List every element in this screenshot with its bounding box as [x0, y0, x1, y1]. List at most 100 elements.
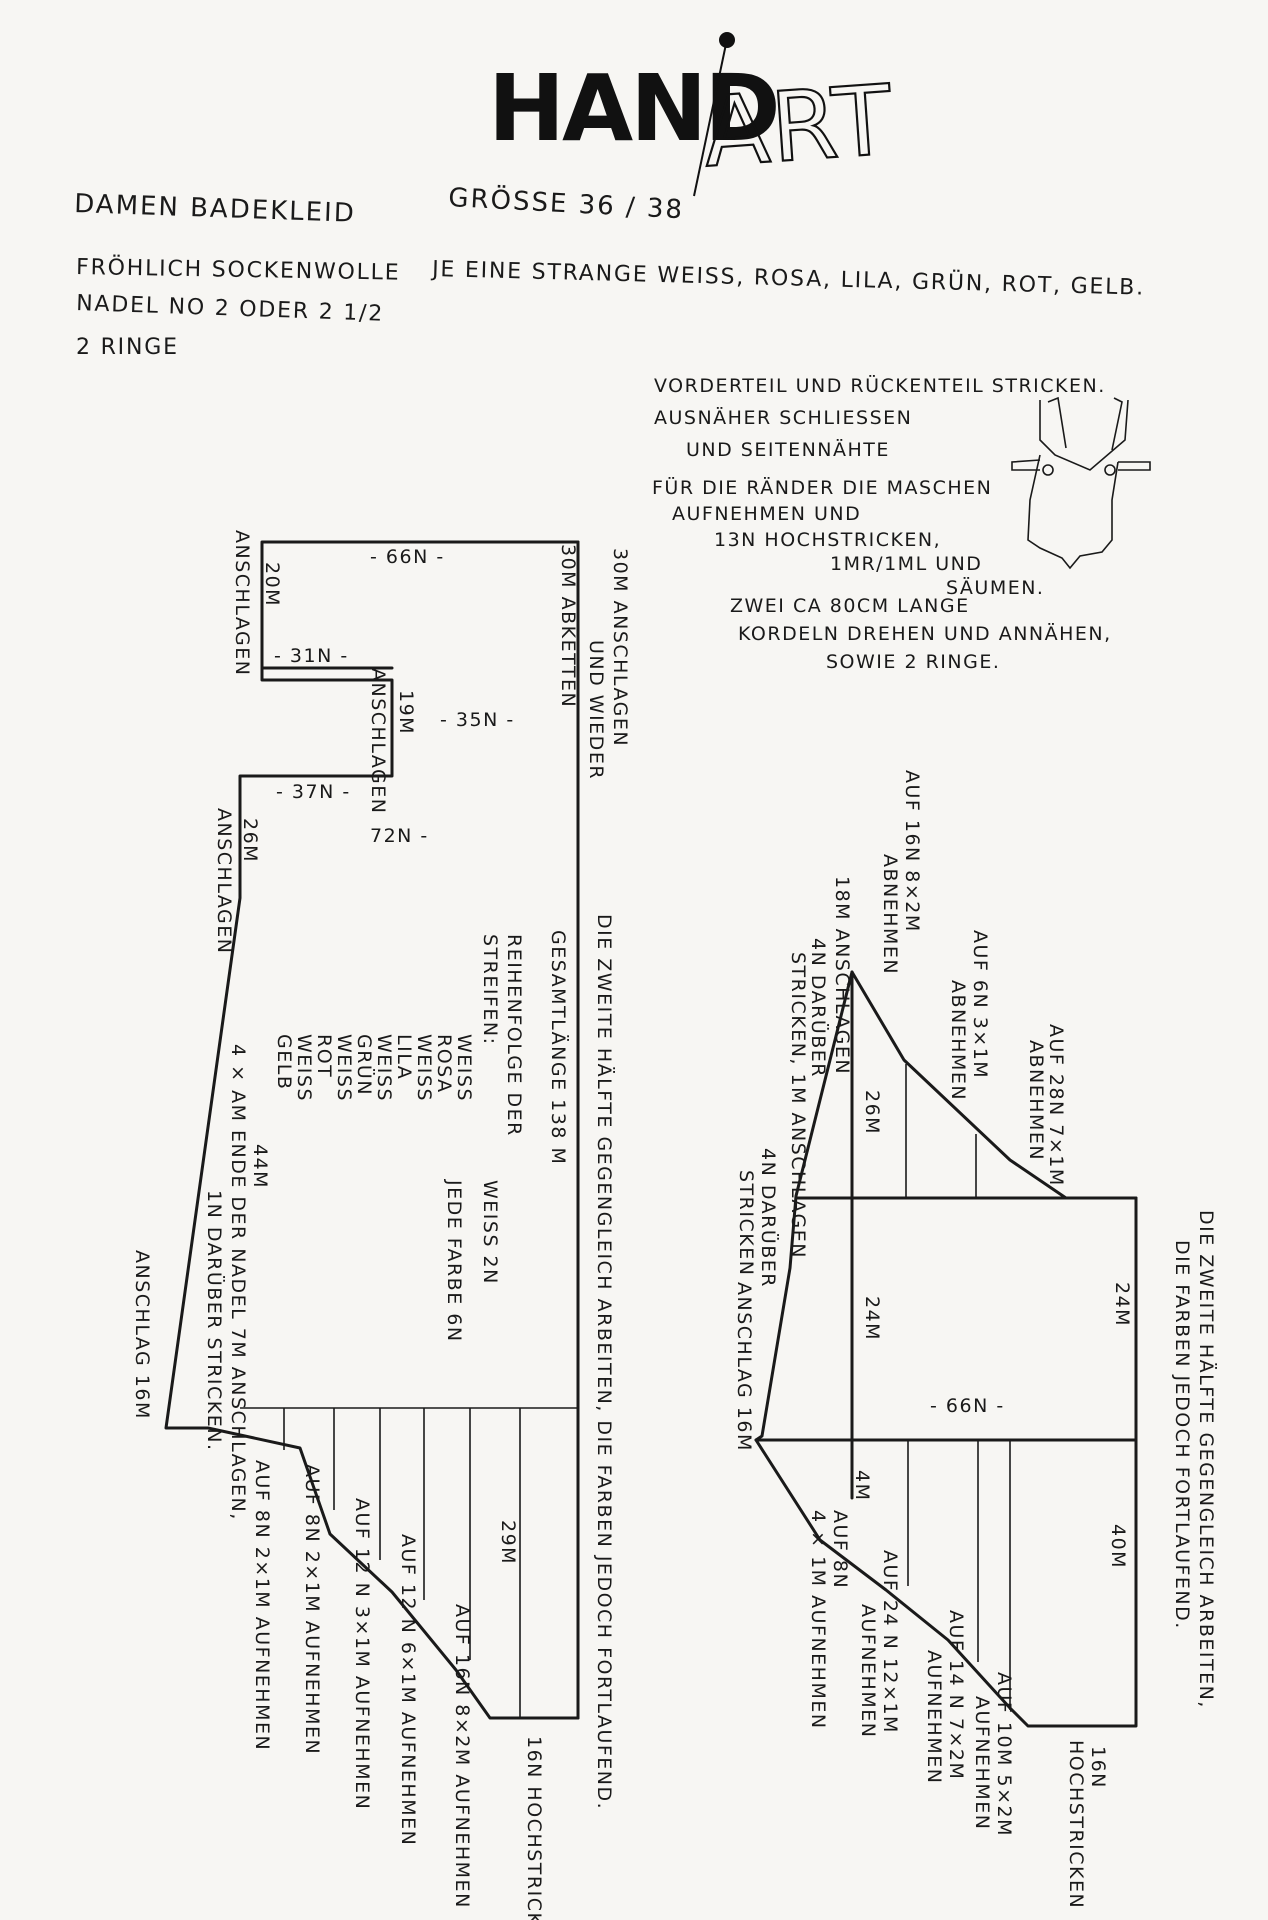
label-40m: 40M	[1107, 1524, 1129, 1569]
stripe-color: WEISS	[293, 1034, 315, 1102]
label-29m: 29M	[497, 1520, 519, 1565]
stripe-color: WEISS	[453, 1034, 475, 1102]
label-dec3: AUF 28N 7×1M	[1045, 1024, 1067, 1187]
instruction-line: SÄUMEN.	[946, 576, 1044, 599]
label-gesamtlaenge: GESAMTLÄNGE 138 M	[547, 930, 570, 1165]
label-inc4b: AUFNEHMEN	[971, 1696, 993, 1830]
left-pattern-labels: - 66N - ANSCHLAGEN 20M - 31N - 19M ANSCH…	[131, 530, 631, 1920]
label-inc1b: 4 × 1M AUFNEHMEN	[807, 1510, 829, 1730]
right-piece-outline	[754, 970, 1138, 1728]
label-increase: AUF 8N 2×1M AUFNEHMEN	[301, 1464, 323, 1755]
label-dec3b: ABNEHMEN	[1025, 1040, 1047, 1161]
label-inc2: AUF 24 N 12×1M	[879, 1550, 901, 1734]
instruction-line: UND SEITENNÄHTE	[686, 438, 890, 461]
stripe-color: WEISS	[373, 1034, 395, 1102]
label-und-wieder: UND WIEDER	[585, 640, 607, 780]
label-4m: 4M	[851, 1470, 873, 1501]
label-35n: - 35N -	[440, 709, 515, 731]
label-anschlagen-left: ANSCHLAGEN	[213, 808, 235, 954]
label-anschlag-16m: ANSCHLAG 16M	[131, 1250, 153, 1420]
label-dec2b: ABNEHMEN	[947, 980, 969, 1101]
label-increase-end: 4 × AM ENDE DER NADEL 7M ANSCHLAGEN,	[227, 1044, 249, 1521]
header: DAMEN BADEKLEID GRÖSSE 36 / 38 FRÖHLICH …	[74, 181, 1146, 360]
stripe-color: GELB	[273, 1034, 295, 1090]
instruction-line: SOWIE 2 RINGE.	[826, 651, 1000, 673]
label-increase: AUF 8N 2×1M AUFNEHMEN	[251, 1460, 273, 1751]
stripe-color: ROT	[313, 1034, 335, 1078]
label-increase: AUF 12 N 3×1M AUFNEHMEN	[351, 1498, 373, 1810]
label-zweite1: DIE ZWEITE HÄLFTE GEGENGLEICH ARBEITEN,	[1195, 1210, 1218, 1709]
label-72n: 72N -	[370, 825, 429, 847]
instruction-line: VORDERTEIL UND RÜCKENTEIL STRICKEN.	[654, 374, 1106, 397]
label-weiss-2n: WEISS 2N	[479, 1180, 501, 1285]
label-anschlagen-mid: ANSCHLAGEN	[367, 668, 389, 814]
label-increase-end2: 1N DARÜBER STRICKEN.	[203, 1190, 226, 1451]
label-str1m: STRICKEN, 1M ANSCHLAGEN	[787, 952, 809, 1259]
label-19m: 19M	[395, 690, 417, 735]
stripe-color: LILA	[393, 1034, 415, 1080]
label-24m-a: 24M	[861, 1296, 883, 1341]
yarn-name: FRÖHLICH SOCKENWOLLE	[76, 254, 401, 286]
label-4n-b: 4N DARÜBER	[757, 1148, 780, 1288]
rings-count: 2 RINGE	[76, 335, 179, 360]
pattern-size: GRÖSSE 36 / 38	[448, 181, 685, 225]
label-dec2: AUF 6N 3×1M	[969, 930, 991, 1079]
label-dec1: AUF 16N 8×2M	[901, 770, 923, 933]
needle-head-icon	[719, 32, 735, 48]
label-inc1: AUF 8N	[829, 1510, 851, 1589]
label-jede-farbe: JEDE FARBE 6N	[443, 1179, 465, 1343]
label-inc3: AUF 14 N 7×2M	[945, 1610, 967, 1780]
right-pattern-piece	[754, 970, 1138, 1728]
stripe-color: ROSA	[433, 1034, 455, 1094]
label-dec1b: ABNEHMEN	[879, 854, 901, 975]
needle-size: NADEL NO 2 ODER 2 1/2	[76, 291, 385, 327]
label-reihenfolge: REIHENFOLGE DER	[503, 934, 525, 1137]
instruction-line: AUFNEHMEN UND	[672, 503, 861, 525]
label-26m: 26M	[861, 1090, 883, 1135]
instruction-line: ZWEI CA 80CM LANGE	[730, 595, 970, 617]
logo-word-art: ART	[700, 64, 897, 189]
label-30m-anschlagen: 30M ANSCHLAGEN	[609, 548, 631, 747]
label-4n: 4N DARÜBER	[807, 938, 830, 1078]
instruction-line: KORDELN DREHEN UND ANNÄHEN,	[738, 622, 1112, 645]
label-increase: AUF 16N 8×2M AUFNEHMEN	[451, 1604, 473, 1909]
right-pattern-labels: AUF 16N 8×2M ABNEHMEN 18M ANSCHLAGEN 4N …	[733, 770, 1218, 1909]
label-anschlag-16m: ANSCHLAG 16M	[733, 1282, 755, 1452]
instructions: VORDERTEIL UND RÜCKENTEIL STRICKEN. AUSN…	[652, 374, 1112, 673]
handart-logo: HAND ART	[488, 32, 898, 197]
instruction-line: FÜR DIE RÄNDER DIE MASCHEN	[652, 476, 992, 499]
instruction-line: AUSNÄHER SCHLIESSEN	[654, 406, 912, 429]
left-pattern-piece	[164, 540, 580, 1720]
label-increase: AUF 12 N 6×1M AUFNEHMEN	[397, 1534, 419, 1846]
yarn-skeins: JE EINE STRANGE WEISS, ROSA, LILA, GRÜN,…	[430, 256, 1145, 301]
label-24m-b: 24M	[1111, 1282, 1133, 1327]
instruction-line: 13N HOCHSTRICKEN,	[714, 529, 941, 551]
label-inc2b: AUFNEHMEN	[857, 1604, 879, 1738]
label-anschlagen-top: ANSCHLAGEN	[231, 530, 253, 676]
label-66n: - 66N -	[370, 546, 445, 568]
label-stricken: STRICKEN	[735, 1170, 757, 1276]
label-hoch16: 16N	[1087, 1746, 1109, 1789]
label-hoch16b: HOCHSTRICKEN	[1065, 1740, 1087, 1909]
label-44m: 44M	[249, 1144, 271, 1189]
stripe-color: GRÜN	[353, 1034, 376, 1096]
label-20m: 20M	[261, 562, 283, 607]
label-37n: - 37N -	[276, 781, 351, 803]
instruction-line: 1MR/1ML UND	[830, 553, 982, 575]
label-66n: - 66N -	[930, 1395, 1005, 1417]
left-piece-outline	[164, 540, 580, 1720]
needle-icon	[693, 43, 727, 197]
label-zweite-haelfte: DIE ZWEITE HÄLFTE GEGENGLEICH ARBEITEN, …	[593, 914, 616, 1810]
stripe-color: WEISS	[333, 1034, 355, 1102]
label-26m: 26M	[239, 818, 261, 863]
stripe-color: WEISS	[413, 1034, 435, 1102]
label-inc3b: AUFNEHMEN	[923, 1650, 945, 1784]
label-30m-abketten: 30M ABKETTEN	[557, 544, 579, 708]
logo-word-hand: HAND	[488, 55, 778, 162]
label-hoch-16n: 16N HOCHSTRICKEN	[523, 1736, 545, 1920]
pattern-title: DAMEN BADEKLEID	[74, 189, 357, 229]
label-31n: - 31N -	[274, 645, 349, 667]
label-inc4: AUF 10M 5×2M	[993, 1672, 1015, 1837]
swimsuit-sketch-icon	[1011, 396, 1151, 570]
